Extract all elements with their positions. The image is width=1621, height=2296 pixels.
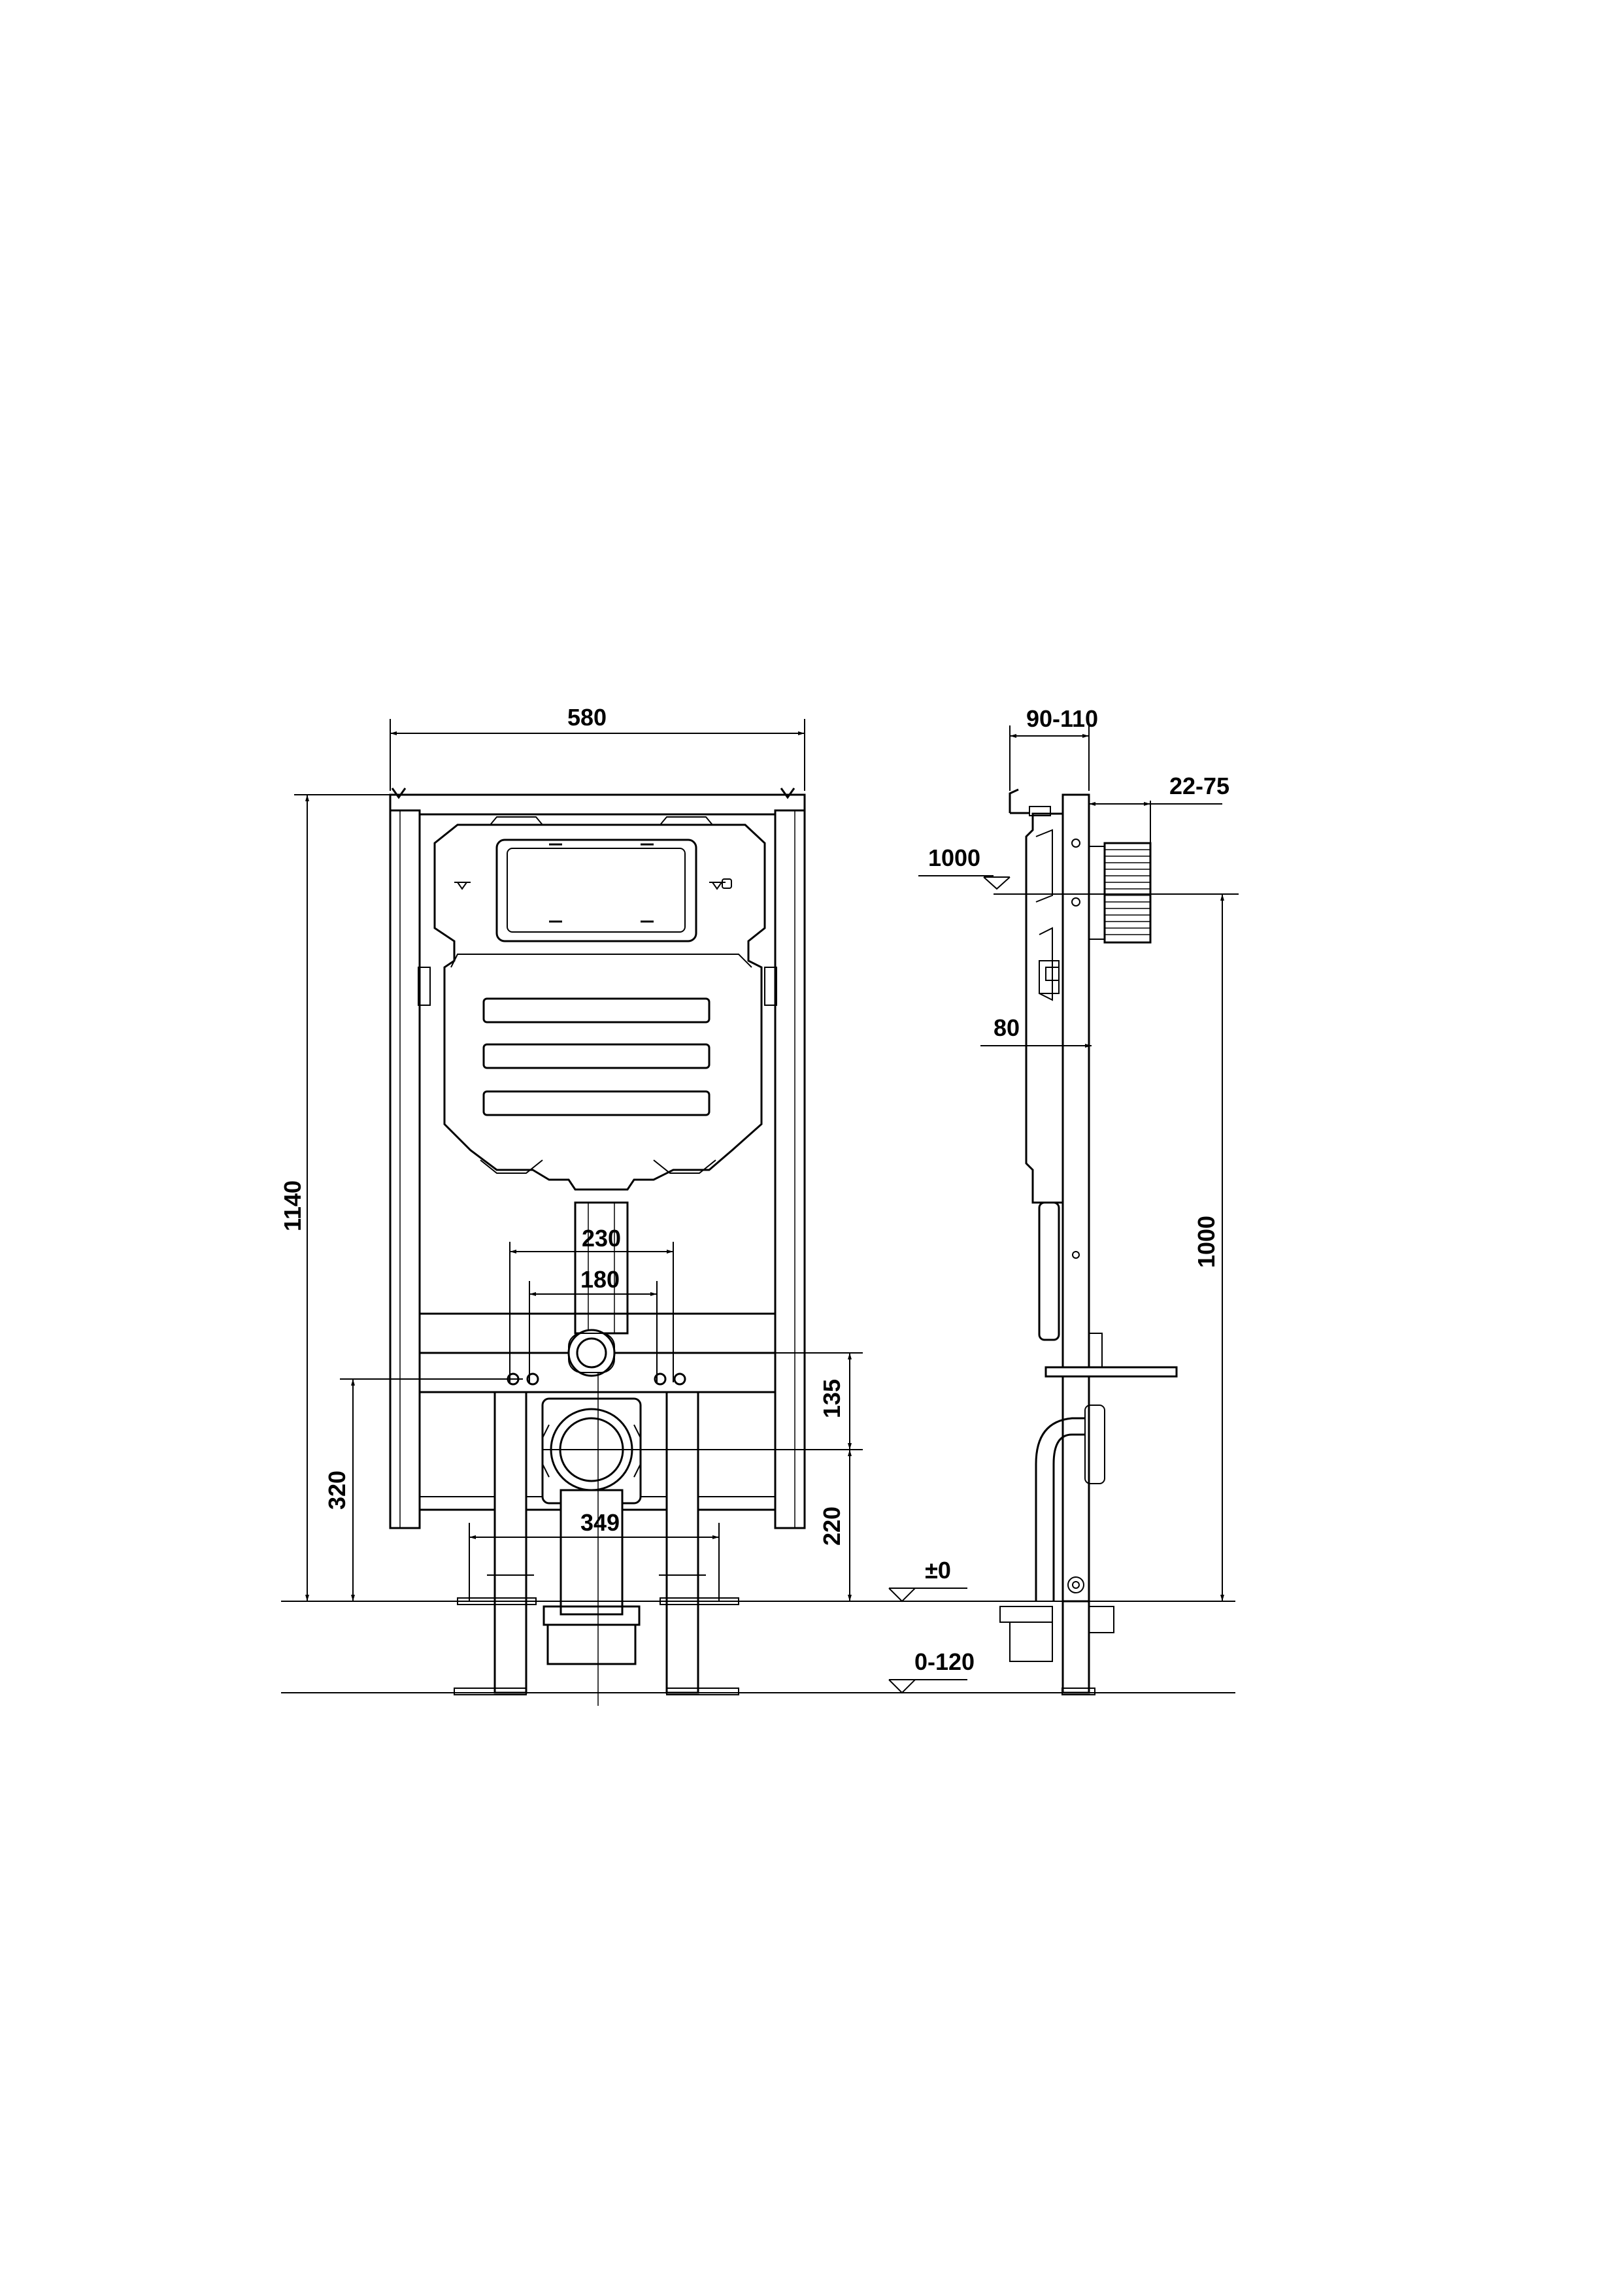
side-cistern — [1025, 812, 1064, 1204]
front-view-dimensions — [281, 719, 1235, 1706]
top-rail — [389, 793, 806, 816]
dim-overall-height: 1140 — [279, 1180, 306, 1231]
top-right-bracket-icon — [780, 788, 795, 799]
level-marker-icon — [888, 1679, 967, 1694]
level-foot-adjustment: 0-120 — [914, 1648, 975, 1675]
wall-hook-icon — [1009, 788, 1029, 814]
right-clip — [764, 967, 777, 1006]
flush-plate-opening — [495, 839, 697, 942]
upper-outlet — [567, 1329, 616, 1377]
dimension-labels: 580 1140 230 180 135 220 320 349 90-110 … — [279, 704, 1229, 1675]
left-upright — [389, 809, 421, 1529]
dim-reference-level: 1000 — [928, 844, 980, 871]
cistern-slot-1 — [482, 997, 710, 1023]
side-outlet-bend — [1035, 1417, 1085, 1601]
bottom-handle-right — [653, 1159, 716, 1174]
right-upright — [774, 809, 806, 1529]
bottom-handle-left — [480, 1159, 543, 1174]
left-clip — [418, 967, 431, 1006]
actuator-cylinder — [1103, 842, 1152, 944]
side-bracket-plate — [1044, 1366, 1178, 1378]
dim-flush-plate-projection: 22-75 — [1169, 773, 1229, 799]
side-flush-pipe — [1038, 1201, 1060, 1341]
dim-pipe-spacing-outer: 230 — [582, 1225, 621, 1252]
dim-frame-width: 580 — [567, 704, 607, 731]
cistern-slot-2 — [482, 1043, 710, 1069]
cistern-body — [433, 824, 766, 1191]
foot-right — [665, 1391, 699, 1694]
level-marker-icon — [888, 1588, 967, 1603]
bolt-right-2 — [673, 1373, 686, 1386]
foot-left — [493, 1391, 527, 1694]
side-upright — [1061, 793, 1090, 1685]
drain-pipe — [560, 1489, 624, 1616]
side-view-dimensions — [918, 725, 1239, 1601]
cistern-slot-3 — [482, 1090, 710, 1116]
dim-lower-outlet-height: 220 — [818, 1506, 845, 1546]
dim-frame-offset: 80 — [994, 1014, 1020, 1041]
dim-outlet-axis-height: 320 — [324, 1471, 350, 1510]
top-left-bracket-icon — [391, 788, 407, 799]
dim-reference-height: 1000 — [1193, 1216, 1220, 1268]
side-bottom-valve-icon — [1067, 1576, 1084, 1593]
dim-feet-spacing: 349 — [580, 1509, 620, 1536]
level-finished-floor: ±0 — [925, 1557, 951, 1584]
side-foot — [1061, 1600, 1090, 1694]
bolt-left-2 — [526, 1373, 539, 1386]
front-view — [389, 788, 806, 1695]
side-view — [999, 788, 1178, 1695]
water-level-left-icon — [454, 882, 471, 890]
dim-frame-depth: 90-110 — [1026, 705, 1098, 732]
bolt-right-1 — [654, 1373, 667, 1386]
dim-upper-outlet-offset: 135 — [818, 1379, 845, 1418]
dim-pipe-spacing-inner: 180 — [580, 1266, 620, 1293]
